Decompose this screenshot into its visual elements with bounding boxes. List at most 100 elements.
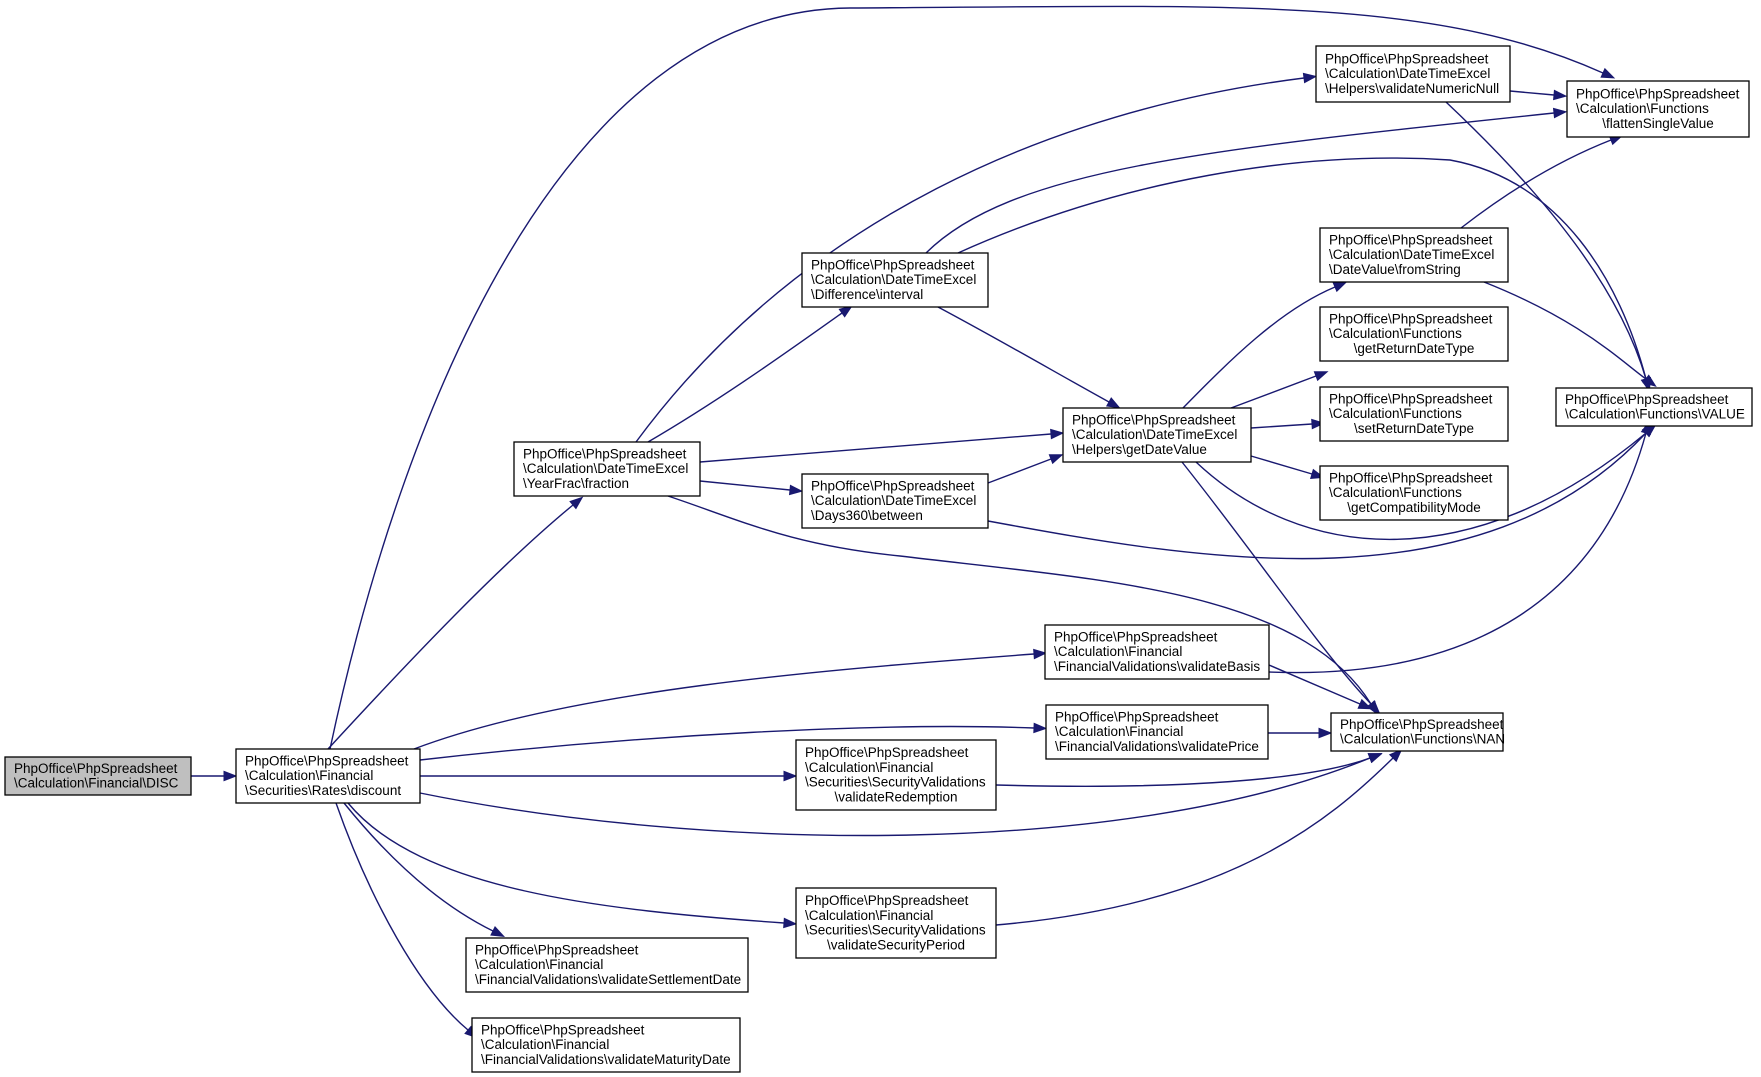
node-label-line: PhpOffice\PhpSpreadsheet [1329,391,1493,406]
edge-getDateValue-to-getReturnDateType [1230,371,1329,409]
node-label-line: \Calculation\Financial [475,957,603,972]
node-label-line: PhpOffice\PhpSpreadsheet [1329,232,1493,247]
node-box [235,748,421,804]
node-label-line: PhpOffice\PhpSpreadsheet [1329,311,1493,326]
edge-line [419,757,1371,837]
node-interval[interactable]: PhpOffice\PhpSpreadsheet\Calculation\Dat… [801,252,989,308]
node-box [795,887,997,959]
node-box [1555,387,1753,427]
node-validateMaturityDate[interactable]: PhpOffice\PhpSpreadsheet\Calculation\Fin… [471,1017,741,1073]
edge-arrowhead [569,496,584,510]
node-label-line: PhpOffice\PhpSpreadsheet [1055,709,1219,724]
node-label-line: \FinancialValidations\validateBasis [1054,659,1260,674]
node-discount[interactable]: PhpOffice\PhpSpreadsheet\Calculation\Fin… [235,748,421,804]
node-label-line: \Calculation\Functions [1329,406,1462,421]
node-label-line: \Calculation\DateTimeExcel [811,272,976,287]
node-label-line: PhpOffice\PhpSpreadsheet [1054,629,1218,644]
node-validatePrice[interactable]: PhpOffice\PhpSpreadsheet\Calculation\Fin… [1045,704,1269,760]
edge-line [1268,664,1361,705]
node-label-line: \Calculation\DateTimeExcel [1072,427,1237,442]
node-box [1315,45,1511,103]
node-box [1330,712,1504,752]
edge-arrowhead [223,770,238,782]
edge-line [1230,375,1317,409]
edge-discount-to-validateMaturityDate [335,802,479,1039]
edge-arrowhead [1302,72,1318,84]
edge-arrowhead [1332,281,1348,293]
node-between[interactable]: PhpOffice\PhpSpreadsheet\Calculation\Dat… [801,473,989,529]
edge-line [987,432,1647,560]
node-label-line: \Helpers\validateNumericNull [1325,81,1499,96]
edge-discount-to-fraction [327,496,584,750]
node-validateSettlementDate[interactable]: PhpOffice\PhpSpreadsheet\Calculation\Fin… [465,937,749,993]
node-label-line: \Calculation\Financial [1055,724,1183,739]
node-box [1062,407,1252,463]
node-label-line: \Securities\Rates\discount [245,783,401,798]
node-box [513,441,701,497]
node-label-line: \Calculation\Financial [481,1037,609,1052]
node-label-line: \FinancialValidations\validateSettlement… [475,972,741,987]
edge-arrowhead [1552,107,1568,119]
edge-arrowhead [1388,748,1403,763]
node-disc[interactable]: PhpOffice\PhpSpreadsheet\Calculation\Fin… [4,756,192,796]
edge-line [647,312,843,443]
node-getReturnDateType[interactable]: PhpOffice\PhpSpreadsheet\Calculation\Fun… [1319,306,1509,362]
node-VALUE[interactable]: PhpOffice\PhpSpreadsheet\Calculation\Fun… [1555,387,1753,427]
edge-line [1483,281,1647,380]
edge-getDateValue-to-getCompatibilityMode [1250,455,1325,479]
node-label-line: \Calculation\Functions\VALUE [1565,407,1745,422]
node-box [795,739,997,811]
node-setReturnDateType[interactable]: PhpOffice\PhpSpreadsheet\Calculation\Fun… [1319,386,1509,442]
edge-arrowhead [1642,374,1657,387]
node-label-line: PhpOffice\PhpSpreadsheet [811,257,975,272]
edge-discount-to-validateSecurityPeriod [347,802,798,929]
edge-validateBasis-to-NAN [1268,664,1373,710]
node-label-line: \validateSecurityPeriod [827,937,965,952]
node-validateRedemption[interactable]: PhpOffice\PhpSpreadsheet\Calculation\Fin… [795,739,997,811]
edge-line [957,157,1647,380]
node-validateBasis[interactable]: PhpOffice\PhpSpreadsheet\Calculation\Fin… [1044,624,1270,680]
edge-getDateValue-to-fromString [1182,281,1348,409]
node-box [1045,704,1269,760]
node-label-line: \Calculation\Financial [805,760,933,775]
node-label-line: \flattenSingleValue [1602,116,1714,131]
node-box [4,756,192,796]
node-NAN[interactable]: PhpOffice\PhpSpreadsheet\Calculation\Fun… [1330,712,1505,752]
edge-line [995,757,1394,926]
edge-arrowhead [1366,699,1381,714]
edge-getDateValue-to-setReturnDateType [1250,418,1326,430]
edge-line [335,802,469,1031]
edge-line [699,480,791,491]
node-flattenSingleValue[interactable]: PhpOffice\PhpSpreadsheet\Calculation\Fun… [1566,80,1750,138]
node-validateNumericNull[interactable]: PhpOffice\PhpSpreadsheet\Calculation\Dat… [1315,45,1511,103]
node-label-line: \Helpers\getDateValue [1072,442,1207,457]
edge-discount-to-validateBasis [413,648,1048,750]
edge-line [987,458,1052,484]
node-validateSecurityPeriod[interactable]: PhpOffice\PhpSpreadsheet\Calculation\Fin… [795,887,997,959]
node-getCompatibilityMode[interactable]: PhpOffice\PhpSpreadsheet\Calculation\Fun… [1319,465,1509,521]
edge-interval-to-getDateValue [937,306,1121,409]
edge-arrowhead [1311,418,1326,430]
node-label-line: \Days360\between [811,508,923,523]
edge-line [343,802,494,932]
edge-line [1268,432,1647,674]
node-fraction[interactable]: PhpOffice\PhpSpreadsheet\Calculation\Dat… [513,441,701,497]
edge-line [699,433,1052,463]
edge-arrowhead [788,484,804,496]
edge-disc-to-discount [191,770,238,782]
edge-arrowhead [1600,67,1616,79]
node-label-line: \Securities\SecurityValidations [805,923,986,938]
node-getDateValue[interactable]: PhpOffice\PhpSpreadsheet\Calculation\Dat… [1062,407,1252,463]
node-box [801,252,989,308]
node-fromString[interactable]: PhpOffice\PhpSpreadsheet\Calculation\Dat… [1319,227,1509,283]
edge-arrowhead [783,770,798,782]
node-label-line: \Calculation\Financial [1054,644,1182,659]
node-label-line: \Calculation\DateTimeExcel [1325,66,1490,81]
node-label-line: \getReturnDateType [1354,341,1475,356]
node-box [1044,624,1270,680]
edge-validateRedemption-to-NAN [995,753,1383,787]
node-label-line: \Difference\interval [811,287,923,302]
edge-line [925,112,1555,254]
edge-interval-to-VALUE [957,157,1652,392]
node-box [465,937,749,993]
